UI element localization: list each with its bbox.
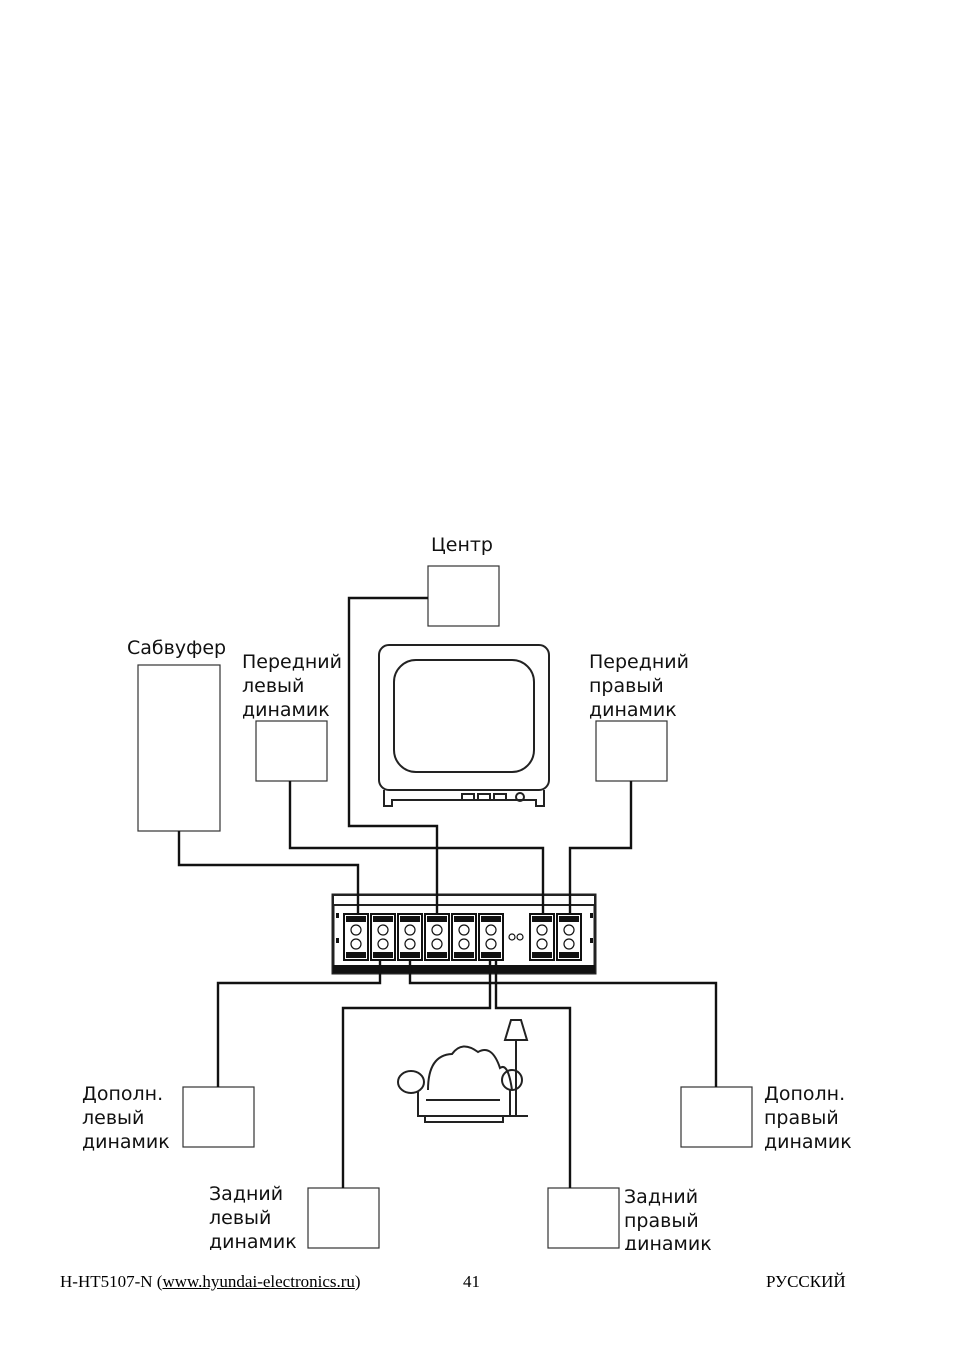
sofa-icon	[398, 1046, 522, 1122]
footer-model: H-HT5107-N (www.hyundai-electronics.ru)	[60, 1272, 361, 1292]
label-center: Центр	[431, 534, 493, 556]
label-front-left-2: левый	[242, 675, 304, 697]
label-rear-right-1: Задний	[624, 1186, 698, 1208]
label-front-right-2: правый	[589, 675, 664, 697]
footer-website-link[interactable]: www.hyundai-electronics.ru	[162, 1272, 354, 1291]
label-front-right-3: динамик	[589, 699, 677, 721]
subwoofer-box	[138, 665, 220, 831]
label-extra-right-2: правый	[764, 1107, 839, 1129]
label-front-left-3: динамик	[242, 699, 330, 721]
label-rear-left-2: левый	[209, 1207, 271, 1229]
label-extra-left-3: динамик	[82, 1131, 170, 1153]
extra-left-speaker-box	[183, 1087, 254, 1147]
wire-rear-left	[343, 960, 490, 1188]
label-rear-left-1: Задний	[209, 1183, 283, 1205]
center-speaker-box	[428, 566, 499, 626]
wire-extra-right	[410, 960, 716, 1087]
receiver-back-panel	[333, 895, 595, 973]
wire-extra-left	[218, 960, 380, 1087]
footer-language: РУССКИЙ	[766, 1272, 846, 1292]
label-extra-right-1: Дополн.	[764, 1083, 845, 1105]
label-rear-right-3: динамик	[624, 1233, 712, 1250]
footer-page-number: 41	[463, 1272, 480, 1292]
label-front-right-1: Передний	[589, 651, 689, 673]
label-extra-left-2: левый	[82, 1107, 144, 1129]
front-left-speaker-box	[256, 721, 327, 781]
extra-right-speaker-box	[681, 1087, 752, 1147]
label-front-left-1: Передний	[242, 651, 342, 673]
front-right-speaker-box	[596, 721, 667, 781]
label-extra-right-3: динамик	[764, 1131, 852, 1153]
tv-icon	[379, 645, 549, 806]
label-rear-left-3: динамик	[209, 1231, 297, 1250]
label-rear-right-2: правый	[624, 1210, 699, 1232]
label-subwoofer: Сабвуфер	[127, 637, 226, 659]
rear-left-speaker-box	[308, 1188, 379, 1248]
wire-subwoofer	[179, 831, 358, 914]
footer-model-text: H-HT5107-N (	[60, 1272, 162, 1291]
rear-right-speaker-box	[548, 1188, 619, 1248]
footer-model-close: )	[355, 1272, 361, 1291]
floor-lamp-icon	[505, 1020, 528, 1116]
label-extra-left-1: Дополн.	[82, 1083, 163, 1105]
wire-rear-right	[496, 960, 570, 1188]
speaker-connection-diagram: Центр Сабвуфер Передний левый динамик Пе…	[0, 0, 954, 1250]
